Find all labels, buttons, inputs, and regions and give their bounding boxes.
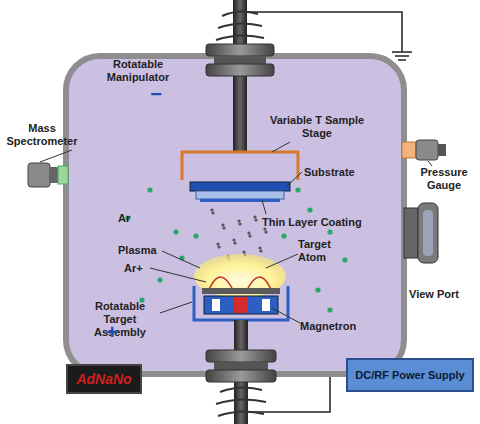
part-label: Ar+ [124,262,154,275]
part-label: − [146,84,166,104]
part-label: Target Atom [298,238,348,264]
part-label: Rotatable Manipulator [88,58,188,84]
part-label: Mass Spectrometer [2,122,82,148]
part-label: Thin Layer Coating [262,216,372,229]
part-label: Substrate [304,166,374,179]
part-label: Plasma [118,244,168,257]
part-label: View Port [404,288,464,301]
logo-text: AdNaNo [76,371,131,387]
logo-box: AdNaNo [66,364,142,394]
part-label: Pressure Gauge [410,166,478,192]
part-label: Rotatable Target Assembly [78,300,162,339]
power-supply-box: DC/RF Power Supply [346,358,474,392]
part-label: + [102,322,122,342]
part-label: Magnetron [300,320,380,333]
part-label: Variable T Sample Stage [262,114,372,140]
box-label: DC/RF Power Supply [355,369,464,381]
part-label: Ar [118,212,148,225]
